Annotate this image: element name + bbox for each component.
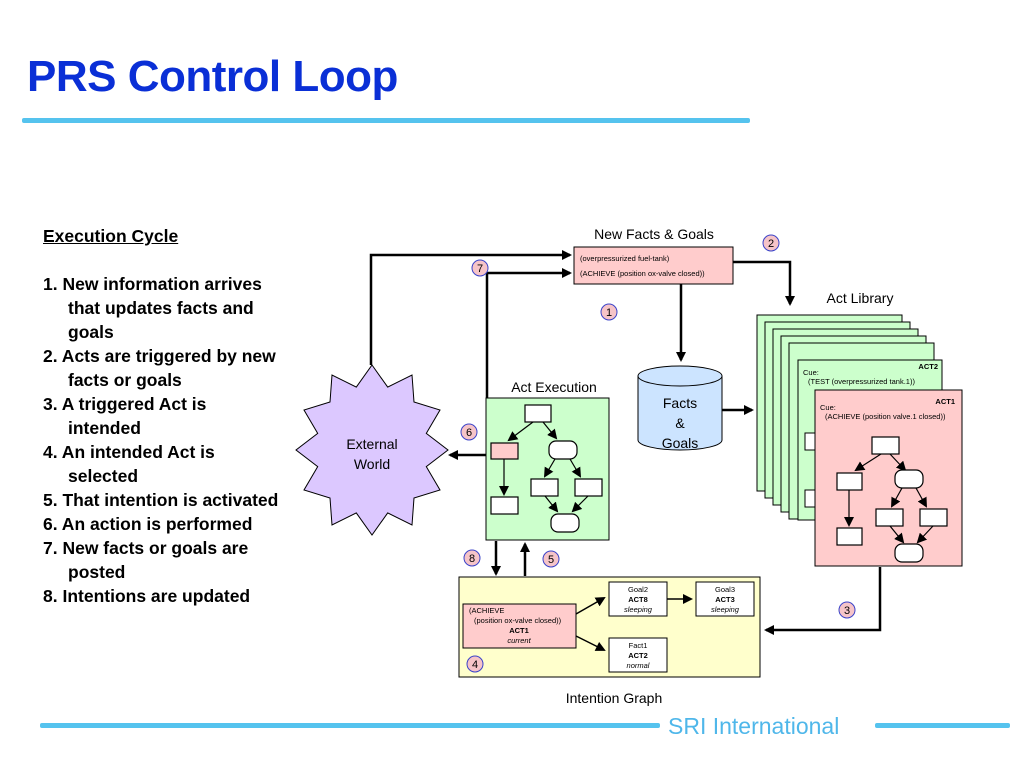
execution-cycle-heading: Execution Cycle	[43, 226, 179, 246]
external-world-star	[295, 364, 449, 536]
step-badge-2: 2	[762, 234, 780, 252]
cycle-step-5: 5. That intention is activated	[43, 490, 279, 510]
fact1-node	[608, 637, 668, 673]
act2-cue-text: (TEST (overpressurized tank.1))	[808, 377, 915, 386]
svg-text:7: 7	[477, 263, 483, 275]
act-library-label: Act Library	[827, 290, 894, 306]
cycle-step-8: 8. Intentions are updated	[43, 586, 251, 606]
step-badge-4: 4	[466, 655, 484, 673]
intention-main-line2: (position ox-valve closed))	[474, 616, 562, 625]
act2-cue-label: Cue:	[803, 368, 819, 377]
new-goal-line: (ACHIEVE (position ox-valve closed))	[580, 269, 705, 278]
svg-text:4: 4	[472, 659, 478, 671]
goal2-state: sleeping	[624, 605, 653, 614]
goal2-act: ACT8	[628, 595, 648, 604]
goal3-node	[695, 581, 755, 617]
intention-main-state: current	[507, 636, 531, 645]
svg-text:2: 2	[768, 238, 774, 250]
cycle-step-2: 2. Acts are triggered by new facts or go…	[43, 346, 276, 390]
new-facts-goals-box	[573, 246, 734, 285]
fact1-line1: Fact1	[629, 641, 648, 650]
edge-main-to-goal2	[575, 597, 606, 615]
arrow-execution-to-facts	[485, 268, 572, 398]
arrow-world-to-facts	[369, 250, 572, 365]
act1-name: ACT1	[935, 397, 955, 406]
step-badge-8: 8	[463, 549, 481, 567]
svg-text:3: 3	[844, 605, 850, 617]
goal2-node	[608, 581, 668, 617]
svg-text:5: 5	[548, 554, 554, 566]
footer-rule-right	[875, 723, 1010, 728]
db-label-facts: Facts	[663, 395, 697, 411]
intention-main-act: ACT1	[509, 626, 529, 635]
goal3-line1: Goal3	[715, 585, 735, 594]
intention-main-node	[462, 603, 577, 649]
cycle-step-1: 1. New information arrives that updates …	[43, 274, 262, 342]
act2-node	[804, 432, 816, 451]
goal2-line1: Goal2	[628, 585, 648, 594]
facts-goals-database: Facts & Goals	[637, 365, 723, 451]
svg-text:6: 6	[466, 427, 472, 439]
footer-rule-left	[40, 723, 660, 728]
goal3-act: ACT3	[715, 595, 735, 604]
db-label-amp: &	[675, 415, 685, 431]
goal3-state: sleeping	[711, 605, 740, 614]
svg-text:1: 1	[606, 307, 612, 319]
cycle-step-3: 3. A triggered Act is intended	[43, 394, 207, 438]
page-title: PRS Control Loop	[27, 52, 398, 101]
external-world-line1: External	[346, 436, 397, 452]
new-fact-line: (overpressurized fuel-tank)	[580, 254, 670, 263]
execution-cycle-list: Execution Cycle 1. New information arriv…	[43, 224, 283, 608]
act1-cue-text: (ACHIEVE (position valve.1 closed))	[825, 412, 946, 421]
cycle-step-7: 7. New facts or goals are posted	[43, 538, 249, 582]
intention-graph-label: Intention Graph	[566, 690, 663, 706]
fact1-state: normal	[627, 661, 650, 670]
external-world-line2: World	[354, 456, 390, 472]
act-execution-label: Act Execution	[511, 379, 597, 395]
step-badge-7: 7	[471, 259, 489, 277]
footer-org: SRI International	[668, 713, 840, 739]
edge-main-to-fact1	[575, 635, 606, 651]
step-badge-3: 3	[838, 601, 856, 619]
intention-main-line1: (ACHIEVE	[469, 606, 504, 615]
svg-text:8: 8	[469, 553, 475, 565]
arrow-facts-to-library	[733, 260, 795, 306]
act2-name: ACT2	[918, 362, 938, 371]
act2-node	[804, 489, 816, 508]
cycle-step-6: 6. An action is performed	[43, 514, 253, 534]
step-badge-5: 5	[542, 550, 560, 568]
fact1-act: ACT2	[628, 651, 648, 660]
step-badge-6: 6	[460, 423, 478, 441]
step-badge-1: 1	[600, 303, 618, 321]
db-label-goals: Goals	[662, 435, 699, 451]
act-execution-graph	[490, 404, 603, 533]
new-facts-goals-label: New Facts & Goals	[594, 226, 714, 242]
act1-graph	[836, 436, 948, 563]
cycle-step-4: 4. An intended Act is selected	[43, 442, 215, 486]
arrow-library-to-intentions	[764, 567, 882, 635]
title-divider	[22, 118, 750, 123]
act1-cue-label: Cue:	[820, 403, 836, 412]
